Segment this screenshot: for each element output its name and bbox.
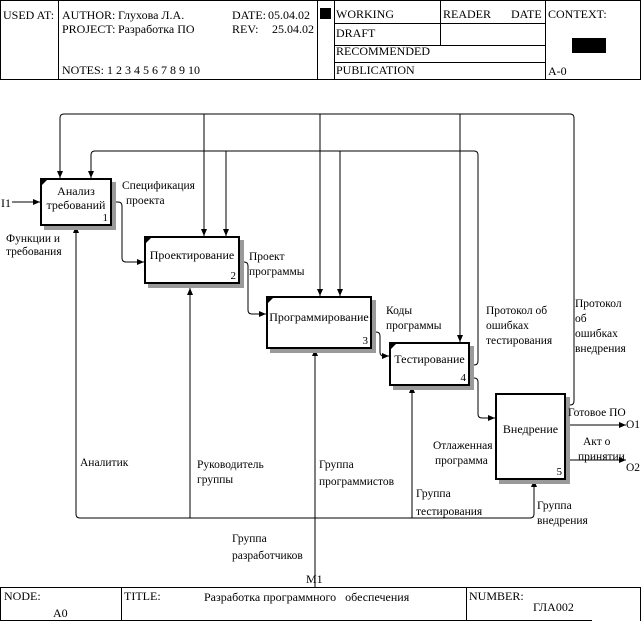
box-1-label-line1: Анализ xyxy=(57,184,95,198)
context-thumbnail xyxy=(572,38,606,53)
author-label: AUTHOR: xyxy=(62,8,116,22)
box-5-label: Внедрение xyxy=(502,422,559,436)
arrow-impl-feedback xyxy=(57,113,575,406)
label-o2: O2 xyxy=(626,462,641,474)
box-3-number: 3 xyxy=(362,335,369,347)
reader-date-label: DATE xyxy=(511,7,542,21)
reader-label: READER xyxy=(443,7,491,21)
footer-title-value: Разработка программного обеспечения xyxy=(204,590,410,604)
used-at-label: USED AT: xyxy=(3,8,55,22)
working-marker xyxy=(320,8,331,19)
project-value: Разработка ПО xyxy=(118,22,195,36)
label-spec-line1: Спецификация xyxy=(122,180,195,192)
label-spec-line2: проекта xyxy=(126,195,165,207)
label-lead-line1: Руководитель xyxy=(197,459,264,471)
activity-box-1[interactable]: Анализ требований 1 xyxy=(40,178,112,226)
author-value: Глухова Л.А. xyxy=(118,8,185,22)
label-codes-line2: программы xyxy=(386,320,442,332)
label-err-line2: ошибках xyxy=(486,320,529,332)
arrow-mech-box5 xyxy=(529,480,537,519)
label-i1: I1 xyxy=(1,196,11,210)
label-debug-line1: Отлаженная xyxy=(433,440,493,452)
box-corner-marker xyxy=(267,297,274,304)
arrow-test-feedback xyxy=(88,150,479,366)
footer-number-label: NUMBER: xyxy=(469,589,524,603)
activity-box-4[interactable]: Тестирование 4 xyxy=(389,342,470,386)
box-corner-marker xyxy=(41,179,48,186)
project-label: PROJECT: xyxy=(62,22,116,36)
box-corner-marker xyxy=(390,343,397,350)
label-func-line1: Функции и xyxy=(6,233,61,245)
box-2-number: 2 xyxy=(230,270,237,282)
box-1-number: 1 xyxy=(102,212,109,224)
label-m1: M1 xyxy=(306,572,323,586)
context-label: CONTEXT: xyxy=(548,7,607,21)
label-impl-line4: внедрения xyxy=(575,343,626,355)
status-publication: PUBLICATION xyxy=(336,63,415,77)
label-analyst: Аналитик xyxy=(80,457,129,469)
footer-node-value: A0 xyxy=(53,606,68,620)
label-proj-line2: программы xyxy=(249,266,305,278)
label-deploy-line2: внедрения xyxy=(537,515,588,527)
status-draft: DRAFT xyxy=(336,26,376,40)
label-err-line1: Протокол об xyxy=(486,305,548,317)
label-deploy-line1: Группа xyxy=(537,500,572,512)
activity-box-3[interactable]: Программирование 3 xyxy=(266,296,372,349)
label-prog-line1: Группа xyxy=(319,459,354,471)
label-dev-line2: разработчиков xyxy=(232,550,303,562)
label-act-line2: принятии xyxy=(578,451,625,463)
context-node: A-0 xyxy=(548,64,567,78)
arrow-project xyxy=(240,261,266,317)
label-codes-line1: Коды xyxy=(386,305,413,317)
box-4-number: 4 xyxy=(460,372,467,384)
footer-title-label: TITLE: xyxy=(124,589,161,603)
notes-line: NOTES: 1 2 3 4 5 6 7 8 9 10 xyxy=(62,63,200,77)
label-impl-line3: ошибках xyxy=(575,328,618,340)
label-lead-line2: группы xyxy=(197,474,234,486)
label-act-line1: Акт о xyxy=(583,436,611,448)
label-proj-line1: Проект xyxy=(249,251,285,263)
footer-node-label: NODE: xyxy=(4,589,41,603)
label-test-line1: Группа xyxy=(416,488,451,500)
box-5-number: 5 xyxy=(556,466,563,478)
status-recommended: RECOMMENDED xyxy=(336,44,431,58)
box-3-label: Программирование xyxy=(269,310,369,324)
date-value: 05.04.02 xyxy=(268,8,310,22)
box-1-label-line2: требований xyxy=(46,198,106,212)
label-dev-line1: Группа xyxy=(232,533,267,545)
activity-box-2[interactable]: Проектирование 2 xyxy=(144,236,240,284)
label-o1: O1 xyxy=(626,419,641,431)
label-test-line2: тестирования xyxy=(416,506,483,518)
activity-box-5[interactable]: Внедрение 5 xyxy=(495,393,566,480)
label-impl-line1: Протокол xyxy=(575,298,622,310)
label-impl-line2: об xyxy=(575,313,587,325)
footer-number-value: ГЛА002 xyxy=(533,600,574,614)
arrow-debug xyxy=(470,377,495,421)
arrow-mech-box1 xyxy=(73,226,81,519)
label-func-line2: требования xyxy=(6,246,62,258)
rev-label: REV: xyxy=(232,22,259,36)
date-label: DATE: xyxy=(232,8,266,22)
label-ready: Готовое ПО xyxy=(568,407,626,419)
label-err-line3: тестирования xyxy=(486,335,553,347)
arrow-codes xyxy=(372,331,389,359)
status-working: WORKING xyxy=(336,7,394,21)
box-2-label: Проектирование xyxy=(149,248,235,262)
box-corner-marker xyxy=(145,237,152,244)
label-prog-line2: программистов xyxy=(319,476,395,488)
box-4-label: Тестирование xyxy=(394,352,465,366)
arrow-spec xyxy=(111,201,144,265)
rev-value: 25.04.02 xyxy=(272,22,314,36)
label-debug-line2: программа xyxy=(435,455,488,467)
